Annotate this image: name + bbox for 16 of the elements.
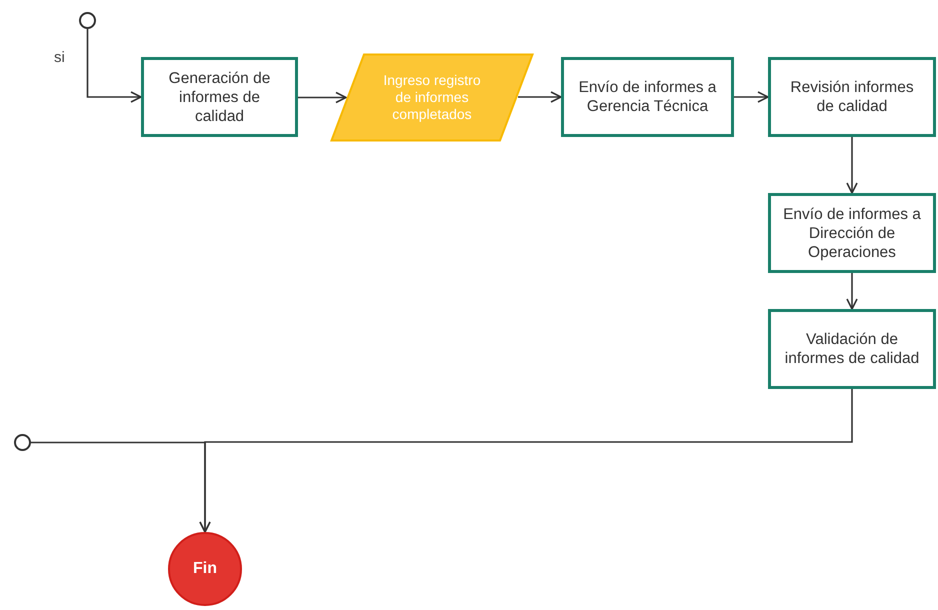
- arrow: [734, 91, 769, 103]
- arrow: [846, 137, 858, 194]
- process-box: Revisión informes de calidad: [768, 57, 936, 137]
- arrow: [31, 442, 211, 533]
- arrow: [86, 29, 142, 103]
- arrow: [518, 91, 562, 103]
- process-box: Generación de informes de calidad: [141, 57, 298, 137]
- step-text: Ingreso registro de informes completados: [382, 72, 482, 123]
- process-box: Validación de informes de calidad: [768, 309, 936, 389]
- process-box: Envío de informes a Dirección de Operaciones: [768, 193, 936, 273]
- end-circle: Fin: [168, 532, 242, 606]
- connector-circle: [14, 434, 31, 451]
- arrow: [298, 92, 347, 104]
- arrow: [846, 273, 858, 310]
- connector-circle: [79, 12, 96, 29]
- process-box: Envío de informes a Gerencia Técnica: [561, 57, 734, 137]
